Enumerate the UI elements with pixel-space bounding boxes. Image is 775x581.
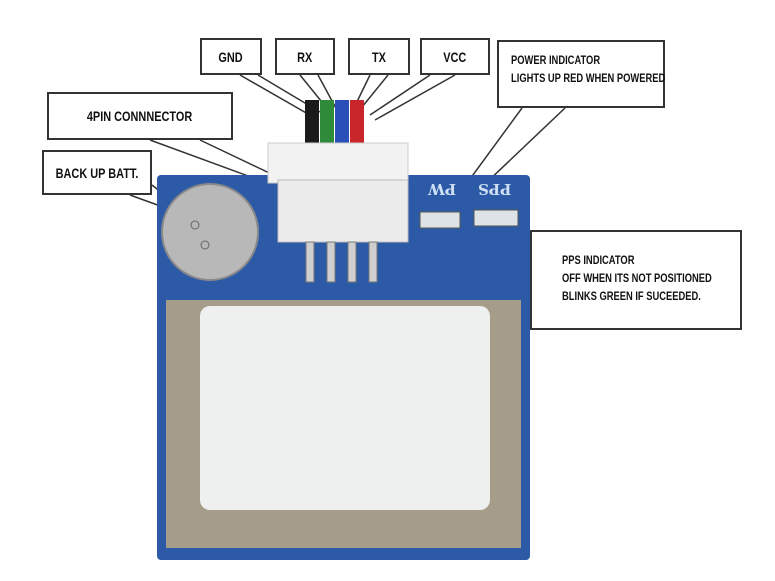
wire-tx (335, 100, 349, 150)
wire-vcc (350, 100, 364, 150)
label-vcc: VCC (420, 38, 490, 75)
power-led (419, 211, 461, 229)
wire-gnd (305, 100, 319, 150)
backup-battery (161, 183, 259, 281)
silkscreen-pps: PPS (478, 180, 512, 198)
connector-pins (305, 241, 378, 283)
battery-mark (200, 240, 210, 250)
label-rx: RX (275, 38, 335, 75)
wire-rx (320, 100, 334, 150)
label-gnd: GND (200, 38, 262, 75)
ceramic-antenna-patch (200, 306, 490, 510)
pps-led (473, 209, 519, 227)
label-backup-battery: BACK UP BATT. (42, 150, 152, 195)
battery-mark (190, 220, 200, 230)
connector-housing (277, 179, 409, 243)
label-tx: TX (348, 38, 410, 75)
silkscreen-pw: PW (428, 180, 457, 198)
label-4pin-connector: 4PIN CONNNECTOR (47, 92, 233, 140)
connector-housing-top (267, 142, 409, 184)
